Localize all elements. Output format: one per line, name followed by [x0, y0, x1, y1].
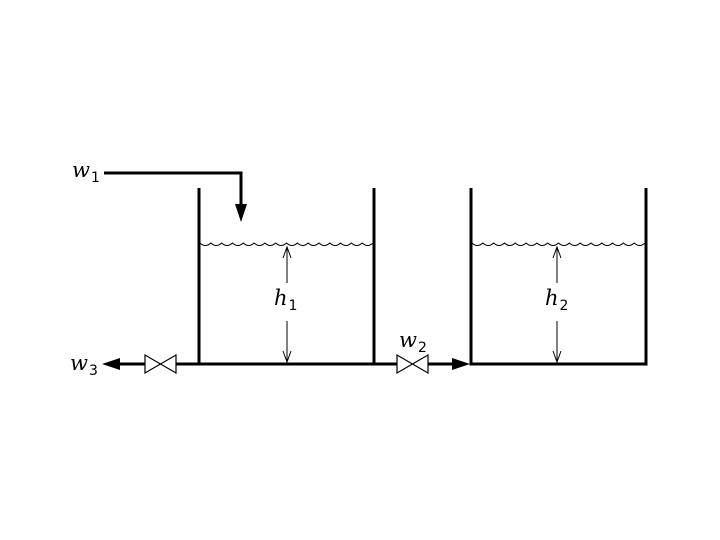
tank-2-water-surface [471, 242, 646, 246]
h1-up-arrow-icon [282, 245, 292, 259]
h2-down-arrow-icon [552, 350, 562, 364]
label-h1: h1 [274, 286, 297, 314]
outflow-w3-arrow-icon [102, 358, 120, 370]
tank-2 [469, 188, 648, 366]
h1-down-arrow-icon [282, 350, 292, 364]
tank-1 [197, 188, 376, 366]
h2-up-arrow-icon [552, 245, 562, 259]
outflow-w3-pipe [102, 353, 199, 375]
label-h2: h2 [545, 286, 568, 314]
flow-w2-arrow-icon [452, 358, 470, 370]
valve-w3-icon [144, 353, 177, 375]
label-w1: w1 [72, 158, 100, 186]
level-h2-dimension [552, 245, 562, 364]
inflow-arrow-icon [235, 204, 247, 222]
tank-1-water-surface [199, 242, 374, 246]
level-h1-dimension [282, 245, 292, 364]
valve-w2-icon [396, 353, 429, 375]
inflow-w1-pipe [104, 171, 247, 222]
flow-w2-pipe [374, 353, 470, 375]
label-w3: w3 [70, 351, 98, 379]
inflow-pipe-line [104, 171, 243, 206]
label-w2: w2 [399, 328, 427, 356]
